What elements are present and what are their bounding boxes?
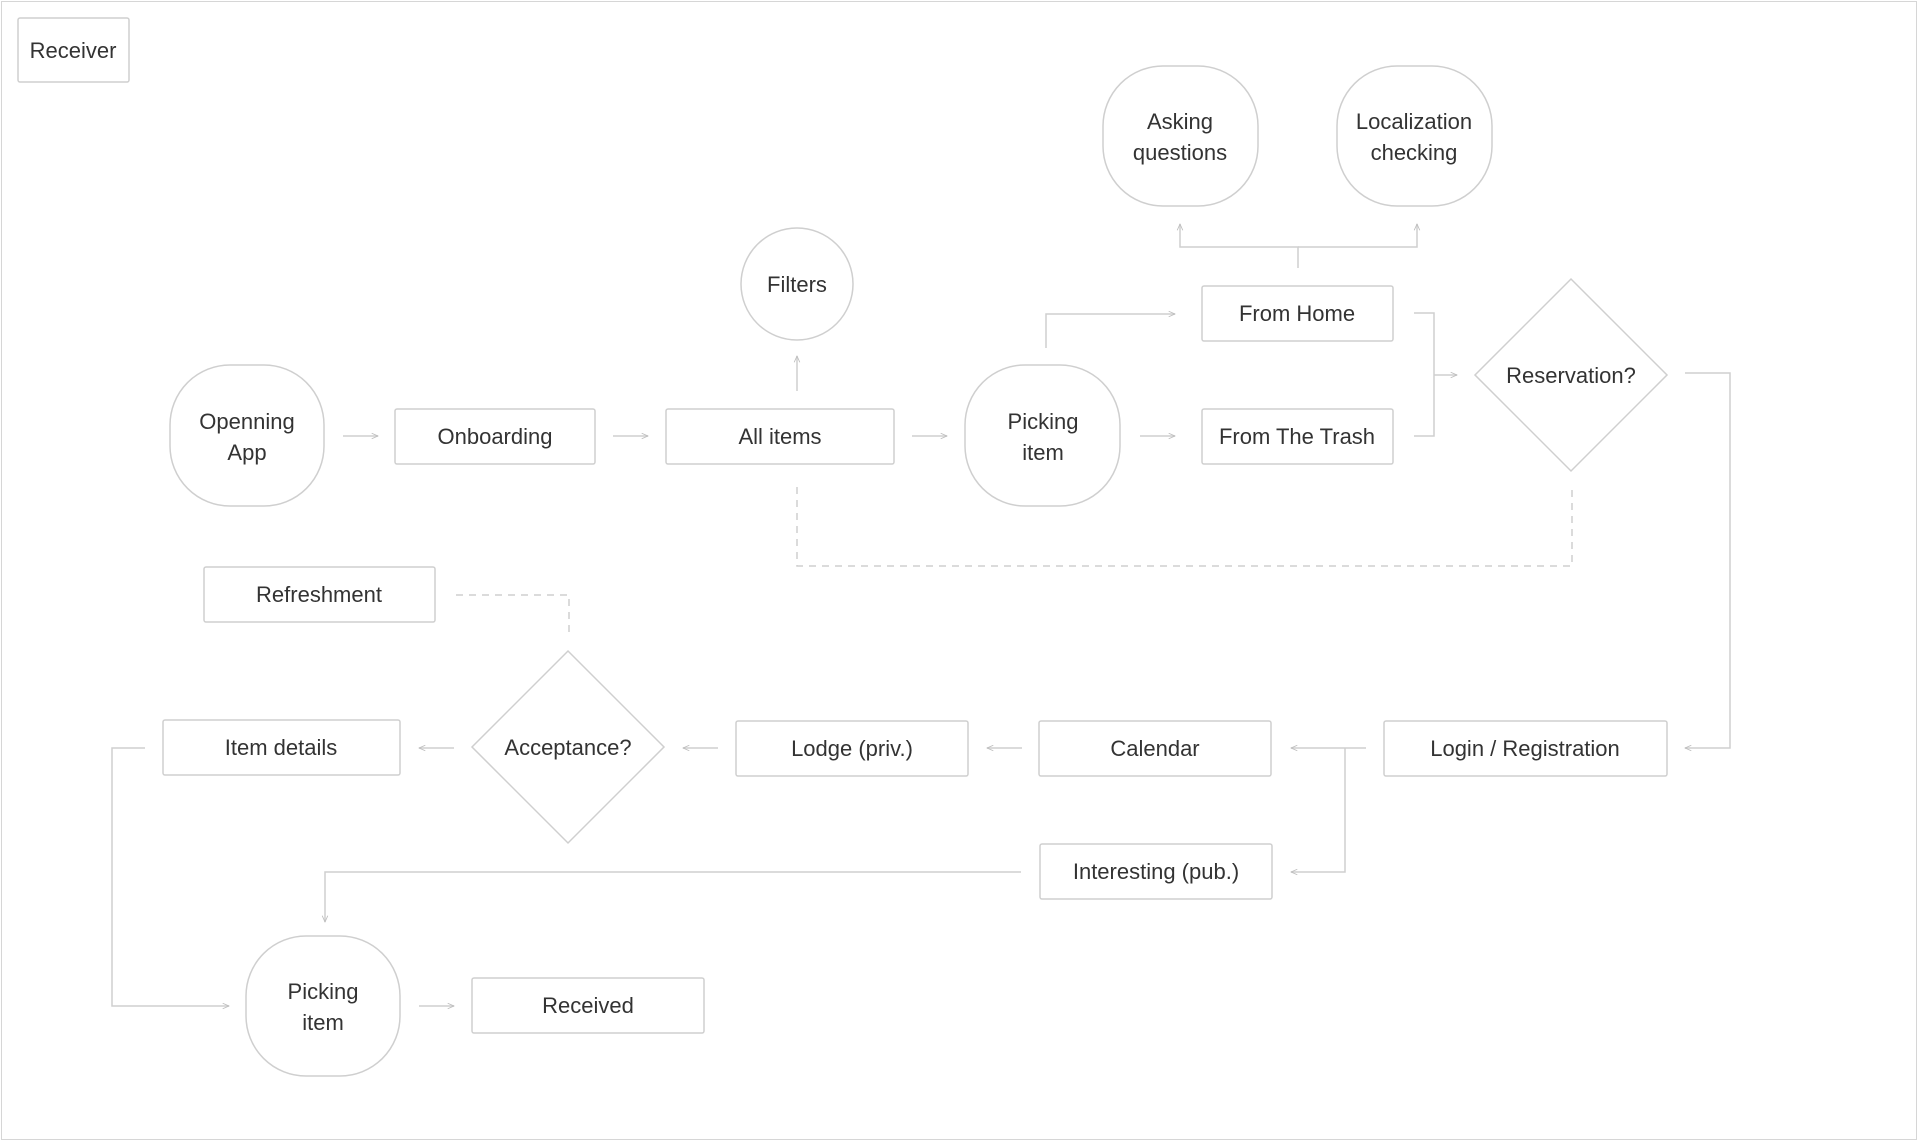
node-login-registration-label: Login / Registration xyxy=(1430,736,1620,761)
node-from-trash-label: From The Trash xyxy=(1219,424,1375,449)
edge-login-to-interesting xyxy=(1291,748,1346,872)
node-all-items-label: All items xyxy=(738,424,821,449)
node-acceptance-decision: Acceptance? xyxy=(470,649,666,845)
edge-reservation-to-login xyxy=(1685,372,1731,748)
edge-from-home-to-localization xyxy=(1298,224,1417,248)
node-opening-app-line1: Openning xyxy=(199,409,294,434)
node-lodge-priv-label: Lodge (priv.) xyxy=(791,736,913,761)
node-calendar: Calendar xyxy=(1038,720,1272,777)
node-localization-checking: Localization checking xyxy=(1336,65,1493,207)
node-onboarding: Onboarding xyxy=(394,408,596,465)
node-all-items: All items xyxy=(665,408,895,465)
node-asking-questions: Asking questions xyxy=(1102,65,1259,207)
edges xyxy=(111,224,1731,1006)
node-localization-checking-line1: Localization xyxy=(1356,109,1472,134)
node-received-label: Received xyxy=(542,993,634,1018)
node-item-details: Item details xyxy=(162,719,401,776)
node-refreshment: Refreshment xyxy=(203,566,436,623)
node-asking-questions-line1: Asking xyxy=(1147,109,1213,134)
node-picking-item-top-line2: item xyxy=(1022,440,1064,465)
node-received: Received xyxy=(471,977,705,1034)
node-onboarding-label: Onboarding xyxy=(438,424,553,449)
node-picking-item-bottom-line2: item xyxy=(302,1010,344,1035)
edge-from-home-to-asking-and-localization xyxy=(1180,224,1299,268)
node-item-details-label: Item details xyxy=(225,735,338,760)
node-picking-item-top-line1: Picking xyxy=(1008,409,1079,434)
node-refreshment-label: Refreshment xyxy=(256,582,382,607)
node-filters-label: Filters xyxy=(767,272,827,297)
node-interesting-pub: Interesting (pub.) xyxy=(1039,843,1273,900)
node-login-registration: Login / Registration xyxy=(1383,720,1668,777)
node-calendar-label: Calendar xyxy=(1110,736,1199,761)
node-from-home-label: From Home xyxy=(1239,301,1355,326)
receiver-label: Receiver xyxy=(30,38,117,63)
node-from-trash: From The Trash xyxy=(1201,408,1394,465)
edge-item-details-to-picking-bottom xyxy=(111,747,229,1006)
edge-acceptance-to-refreshment xyxy=(454,594,570,632)
receiver-label-box: Receiver xyxy=(17,17,130,83)
node-reservation-label: Reservation? xyxy=(1506,363,1636,388)
edge-picking-to-from-home xyxy=(1045,314,1175,348)
edge-interesting-to-picking-bottom xyxy=(325,871,1021,922)
node-picking-item-top: Picking item xyxy=(964,364,1121,507)
node-asking-questions-line2: questions xyxy=(1133,140,1227,165)
node-filters: Filters xyxy=(740,227,854,341)
edge-options-to-reservation xyxy=(1414,312,1457,437)
node-opening-app: Openning App xyxy=(169,364,325,507)
node-reservation-decision: Reservation? xyxy=(1473,277,1669,473)
node-from-home: From Home xyxy=(1201,285,1394,342)
node-lodge-priv: Lodge (priv.) xyxy=(735,720,969,777)
node-interesting-pub-label: Interesting (pub.) xyxy=(1073,859,1239,884)
node-picking-item-bottom-line1: Picking xyxy=(288,979,359,1004)
edge-reservation-back-to-all-items xyxy=(796,484,1573,567)
node-acceptance-label: Acceptance? xyxy=(504,735,631,760)
node-picking-item-bottom: Picking item xyxy=(245,935,401,1077)
node-localization-checking-line2: checking xyxy=(1371,140,1458,165)
node-opening-app-line2: App xyxy=(227,440,266,465)
